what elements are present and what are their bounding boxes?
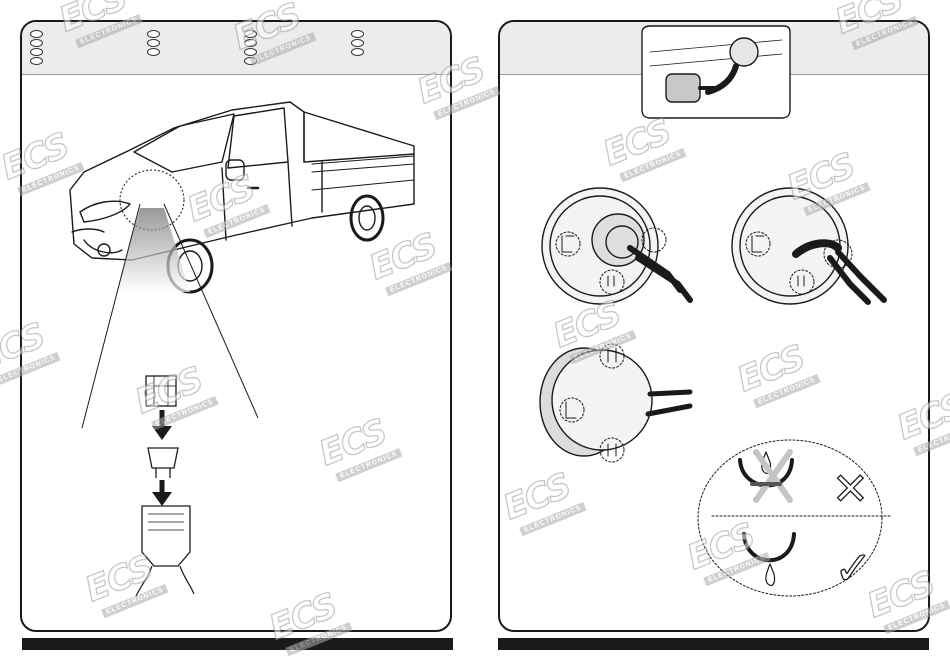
truck-windshield xyxy=(133,113,235,173)
pin-oval-group xyxy=(351,30,364,56)
socket-variant-1 xyxy=(541,187,693,305)
left-page-panel xyxy=(20,20,452,632)
wrong-x-icon: ✕ xyxy=(832,464,869,515)
pin-oval xyxy=(351,30,364,38)
socket-variant-2 xyxy=(731,187,887,305)
detail-beam xyxy=(116,208,190,292)
arrow-down-icon xyxy=(152,492,172,506)
pin-oval xyxy=(147,39,160,47)
truck-side-window xyxy=(227,107,289,169)
socket-illustrations: ✕ ✓ xyxy=(539,25,893,597)
correct-check-icon: ✓ xyxy=(834,541,873,595)
fuse-holder-cover xyxy=(145,375,177,407)
pin-oval xyxy=(147,48,160,56)
pin-oval xyxy=(30,30,43,38)
right-page-panel: ✕ ✓ xyxy=(498,20,930,632)
tow-bar-inset xyxy=(641,25,791,119)
pin-oval xyxy=(351,39,364,47)
truck-fuse-illustration xyxy=(69,101,415,597)
fuse xyxy=(147,447,179,469)
pin-oval-group xyxy=(147,30,160,56)
pin-oval-group xyxy=(30,30,43,65)
seal-correct xyxy=(742,532,796,563)
water-drop-icon xyxy=(765,563,776,587)
socket-rear-view xyxy=(539,343,693,463)
truck-body xyxy=(69,101,415,261)
tow-socket xyxy=(665,73,701,103)
pin-oval xyxy=(30,39,43,47)
tow-ball xyxy=(729,37,759,67)
arrow-down-icon xyxy=(152,426,172,440)
pin-oval xyxy=(30,48,43,56)
right-bottom-bar xyxy=(498,638,929,650)
fuse-socket xyxy=(141,505,191,567)
left-header-band xyxy=(22,22,450,75)
left-bottom-bar xyxy=(22,638,453,650)
pin-oval xyxy=(30,57,43,65)
pin-oval xyxy=(147,30,160,38)
pin-oval xyxy=(351,48,364,56)
